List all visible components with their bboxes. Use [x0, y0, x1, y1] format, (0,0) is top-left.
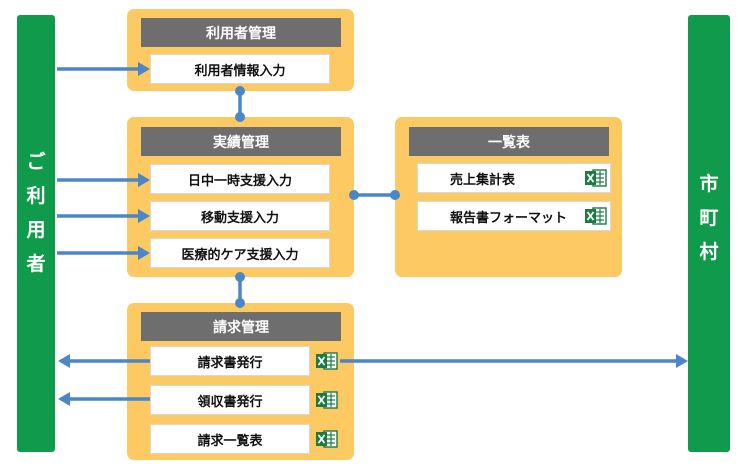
link-dot: [235, 112, 245, 122]
sales-summary-label: 売上集計表: [450, 172, 516, 188]
link-dot: [390, 190, 400, 200]
mobility-support-input[interactable]: 移動支援入力: [150, 201, 330, 231]
day-support-input[interactable]: 日中一時支援入力: [150, 164, 330, 194]
actor-users-char: 用: [26, 219, 46, 241]
link-dot: [235, 86, 245, 96]
actor-users-char: 者: [26, 253, 46, 275]
users-management-title: 利用者管理: [141, 18, 341, 47]
invoice-issue-item[interactable]: 請求書発行: [150, 346, 310, 376]
excel-icon[interactable]: [316, 351, 338, 371]
link-dot: [349, 190, 359, 200]
report-format-label: 報告書フォーマット: [450, 210, 568, 226]
arrowhead: [138, 209, 150, 223]
excel-icon[interactable]: [316, 390, 338, 410]
arrowhead: [676, 354, 688, 368]
arrowhead: [138, 246, 150, 260]
report-format-item[interactable]: 報告書フォーマット: [417, 201, 611, 231]
arrowhead: [138, 62, 150, 76]
medical-care-support-input[interactable]: 医療的ケア支援入力: [150, 238, 330, 268]
actor-municipality-char: 村: [699, 241, 719, 263]
user-info-input[interactable]: 利用者情報入力: [150, 54, 330, 84]
sales-summary-item[interactable]: 売上集計表: [417, 163, 611, 193]
arrowhead: [138, 173, 150, 187]
actor-municipality-char: 町: [699, 207, 719, 229]
billing-list-item[interactable]: 請求一覧表: [150, 424, 310, 454]
excel-icon[interactable]: [585, 206, 607, 226]
receipt-issue-item[interactable]: 領収書発行: [150, 385, 310, 415]
arrowhead: [58, 392, 70, 406]
lists-title: 一覧表: [409, 127, 609, 156]
actor-users: ご 利 用 者: [17, 15, 55, 452]
actor-municipality-char: 市: [699, 173, 719, 195]
excel-icon[interactable]: [316, 429, 338, 449]
actor-municipality: 市 町 村: [688, 15, 730, 452]
records-management-title: 実績管理: [141, 127, 341, 156]
actor-users-char: 利: [26, 185, 46, 207]
excel-icon[interactable]: [585, 168, 607, 188]
arrowhead: [58, 354, 70, 368]
link-dot: [235, 298, 245, 308]
billing-management-title: 請求管理: [141, 312, 341, 341]
link-dot: [235, 272, 245, 282]
actor-users-char: ご: [26, 151, 46, 173]
